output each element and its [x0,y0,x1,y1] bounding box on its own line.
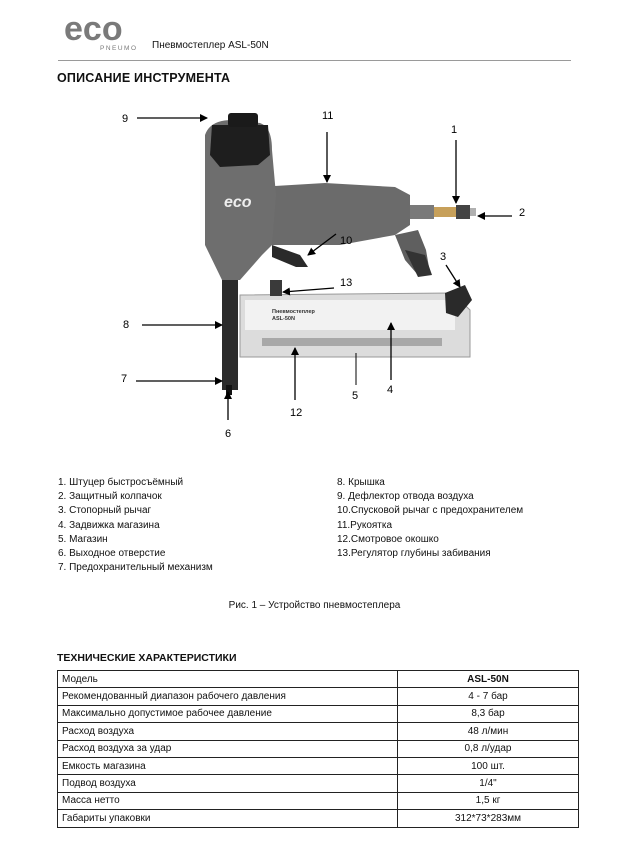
part-item: 11.Рукоятка [337,519,393,531]
specs-table: Модель ASL-50N Рекомендованный диапазон … [57,669,579,828]
callout-1: 1 [451,124,457,136]
callout-10: 10 [340,235,352,247]
spec-label: Расход воздуха [57,722,398,741]
callout-8: 8 [123,319,129,331]
part-item: 3. Стопорный рычаг [58,505,152,517]
callout-4: 4 [387,384,393,396]
part-item: 9. Дефлектор отвода воздуха [337,491,474,503]
part-item: 1. Штуцер быстросъёмный [58,477,184,488]
spec-label: Масса нетто [57,791,398,811]
part-item: 13.Регулятор глубины забивания [337,548,491,560]
parts-list-left: 1. Штуцер быстросъёмный 2. Защитный колп… [58,476,213,575]
magazine-shape [239,280,472,358]
section-title: ОПИСАНИЕ ИНСТРУМЕНТА [57,71,231,85]
tool-logo: eco [224,194,252,211]
callout-3: 3 [440,251,446,263]
header-subtitle: Пневмостеплер ASL-50N [152,40,269,51]
callout-7: 7 [121,373,127,385]
callout-6: 6 [225,428,231,440]
callout-arrow-13 [282,287,335,296]
table-row: Расход воздуха 48 л/мин [57,722,579,741]
table-row: Максимально допустимое рабочее давление … [57,704,579,724]
callout-9: 9 [122,113,128,125]
part-item: 2. Защитный колпачок [58,491,162,503]
magazine-label-line2: ASL-50N [272,316,295,322]
spec-value: 4 - 7 бар [397,687,579,706]
table-row: Емкость магазина 100 шт. [57,756,579,776]
table-row: Рекомендованный диапазон рабочего давлен… [57,687,579,706]
part-item: 12.Смотровое окошко [337,533,439,545]
parts-list-right: 8. Крышка 9. Дефлектор отвода воздуха 10… [337,476,523,561]
eco-pneumo-logo: eco PNEUMO [64,12,138,52]
callout-2: 2 [519,207,525,219]
part-item: 5. Магазин [58,533,108,545]
spec-label: Подвод воздуха [57,774,398,793]
magazine-label-line1: Пневмостеплер [272,309,316,315]
logo-text: eco [64,12,123,48]
header-divider [58,60,571,61]
spec-value: 0,8 л/удар [397,739,579,758]
part-item: 10.Спусковой рычаг с предохранителем [337,505,524,517]
figure-caption: Рис. 1 – Устройство пневмостеплера [228,600,401,611]
spec-label: Габариты упаковки [57,809,398,828]
spec-value: 8,3 бар [397,704,579,724]
spec-value: 48 л/мин [397,722,579,741]
spec-value: 1,5 кг [397,791,579,811]
part-item: 8. Крышка [337,477,385,488]
spec-label: Максимально допустимое рабочее давление [57,704,398,724]
spec-label: Рекомендованный диапазон рабочего давлен… [57,687,398,706]
trigger-shape [272,245,308,267]
spec-label: Расход воздуха за удар [57,739,398,758]
table-row: Подвод воздуха 1/4" [57,774,579,793]
table-row: Расход воздуха за удар 0,8 л/удар [57,739,579,758]
table-row: Модель ASL-50N [57,669,579,689]
spec-value: ASL-50N [397,669,579,689]
spec-label: Модель [57,669,398,689]
body-shape [205,113,276,280]
air-fitting-shape [410,205,476,219]
table-row: Масса нетто 1,5 кг [57,791,579,811]
handle-shape [258,183,432,277]
spec-value: 1/4" [397,774,579,793]
callout-11: 11 [322,110,333,122]
spec-label: Емкость магазина [57,756,398,776]
part-item: 6. Выходное отверстие [58,548,166,560]
specs-title: ТЕХНИЧЕСКИЕ ХАРАКТЕРИСТИКИ [57,652,237,664]
callout-5: 5 [352,390,358,402]
callout-arrow-3 [445,264,461,288]
tool-diagram: eco Пневмостеплер ASL-50N 9 11 1 2 [121,110,525,440]
spec-value: 312*73*283мм [397,809,579,828]
callout-13: 13 [340,277,352,289]
part-item: 4. Задвижка магазина [58,519,160,531]
callout-12: 12 [290,407,302,419]
logo-subtext: PNEUMO [100,45,138,52]
spec-value: 100 шт. [397,756,579,776]
part-item: 7. Предохранительный механизм [58,562,213,574]
table-row: Габариты упаковки 312*73*283мм [57,809,579,828]
nose-shape [222,280,238,395]
callout-arrow-10 [307,233,337,256]
